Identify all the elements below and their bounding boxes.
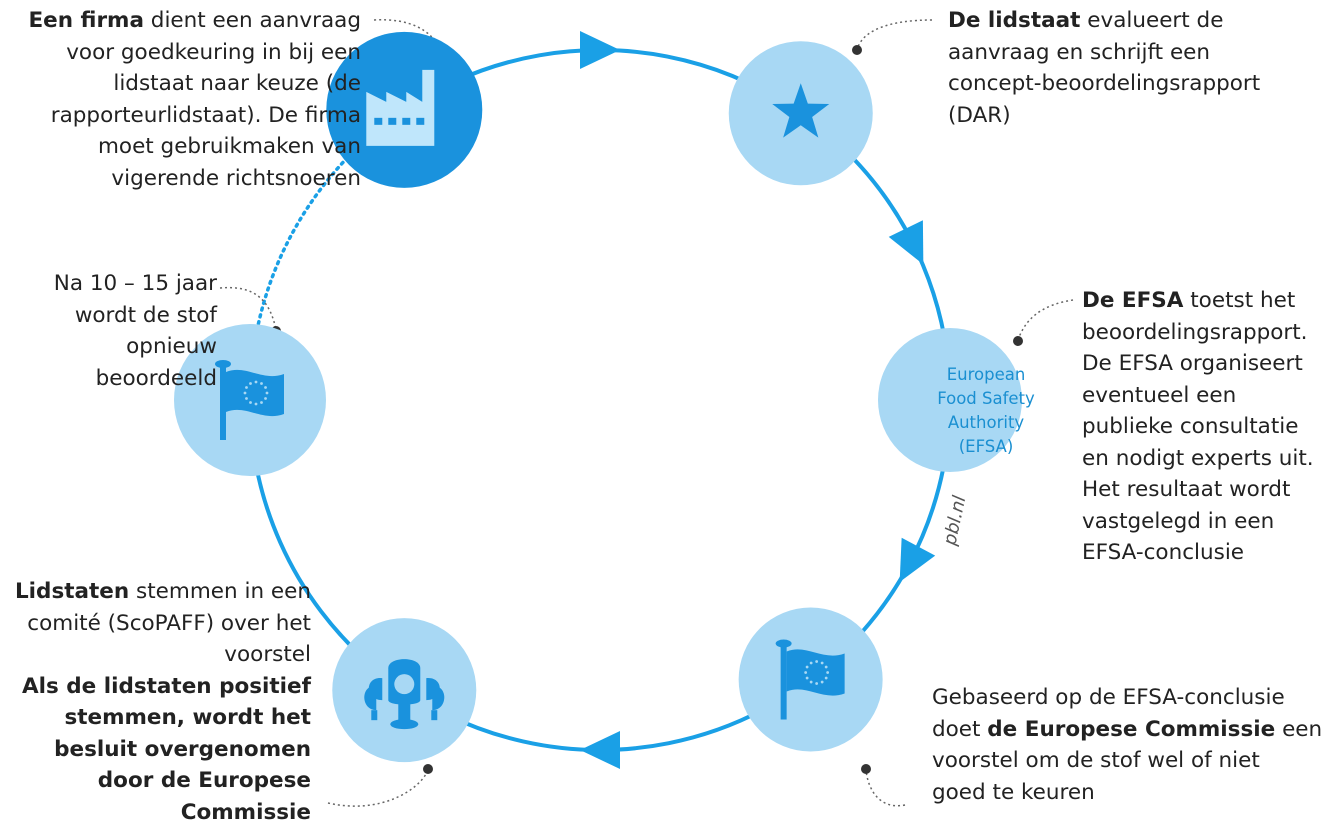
leader-dot: [861, 764, 871, 774]
step4-line: goed te keuren: [932, 779, 1095, 805]
step3-line: publieke consultatie: [1082, 414, 1299, 439]
step3-line: EFSA-conclusie: [1082, 540, 1245, 565]
step3-bold: De EFSA: [1082, 288, 1184, 313]
step5-line: comité (ScoPAFF) over het: [27, 610, 311, 636]
leader-dot: [1013, 336, 1023, 346]
step4-annotation: Gebaseerd op de EFSA-conclusie doet de E…: [932, 682, 1332, 808]
cycle-arrowhead: [888, 220, 924, 265]
leader-step6: [219, 286, 277, 331]
step1-line: moet gebruikmaken van: [97, 134, 361, 159]
step3-line: Het resultaat wordt: [1082, 477, 1291, 502]
committee-seats-icon: [364, 659, 445, 730]
efsa-label-line: Authority: [947, 413, 1025, 432]
efsa-label-line: (EFSA): [958, 437, 1014, 456]
step1-annotation: Een firma dient een aanvraag voor goedke…: [0, 5, 361, 194]
factory-icon: [366, 69, 435, 146]
step4-line: Gebaseerd op de EFSA-conclusie: [932, 685, 1285, 710]
step1-line: voor goedkeuring in bij een: [66, 39, 361, 65]
step5-bold-line: stemmen, wordt het: [64, 705, 311, 730]
leader-step3: [1017, 299, 1074, 341]
step3-line: beoordelingsrapport.: [1082, 319, 1308, 345]
star-icon: [772, 83, 830, 138]
step3-line: eventueel een: [1082, 382, 1237, 408]
efsa-node-label: European Food Safety Authority (EFSA): [926, 363, 1046, 459]
efsa-label-line: Food Safety: [937, 389, 1035, 408]
cycle-arrowhead: [899, 537, 936, 582]
step6-line: wordt de stof: [74, 302, 217, 328]
cycle-arrowhead: [580, 731, 620, 769]
step3-line: De EFSA organiseert: [1082, 351, 1303, 376]
step3-rest: toetst het: [1183, 288, 1296, 313]
step6-line: beoordeeld: [95, 365, 217, 391]
step2-rest: evalueert de: [1080, 8, 1224, 33]
step5-line: voorstel: [224, 642, 311, 667]
step2-line: concept-beoordelingsrapport: [948, 71, 1261, 96]
step6-annotation: Na 10 – 15 jaar wordt de stof opnieuw be…: [0, 268, 217, 394]
eu-flag-icon: [775, 639, 845, 720]
step5-bold-line: door de Europese: [97, 768, 311, 793]
step2-line: aanvraag en schrijft een: [948, 39, 1211, 65]
step2-annotation: De lidstaat evalueert de aanvraag en sch…: [948, 5, 1328, 131]
step4-line: voorstel om de stof wel of niet: [932, 748, 1260, 773]
leader-dot: [423, 764, 433, 774]
node-commission: [738, 607, 883, 752]
node-efsa: [878, 328, 1022, 472]
efsa-label-line: European: [946, 365, 1026, 384]
step4-post: een: [1275, 716, 1323, 742]
step5-bold-line: Als de lidstaten positief: [21, 673, 311, 699]
step2-bold: De lidstaat: [948, 8, 1081, 33]
node-reassessment: [174, 324, 326, 476]
leader-step2: [856, 19, 933, 51]
node-firm: [326, 31, 483, 188]
step6-line: Na 10 – 15 jaar: [53, 271, 217, 296]
annotation-leaders: [219, 19, 1074, 807]
step6-line: opnieuw: [126, 334, 217, 359]
step2-line: (DAR): [948, 102, 1011, 128]
cycle-nodes: [174, 31, 1022, 763]
step5-bold-line: besluit overgenomen: [54, 736, 311, 762]
step5-bold: Lidstaten: [14, 579, 130, 604]
step1-bold: Een firma: [28, 8, 144, 33]
eu-flag-icon: [215, 360, 284, 440]
step3-line: vastgelegd in een: [1082, 508, 1275, 534]
step1-line: vigerende richtsnoeren: [111, 165, 361, 191]
leader-dot: [852, 45, 862, 55]
step5-rest: stemmen in een: [129, 579, 311, 604]
node-circle: [878, 328, 1022, 472]
step5-annotation: Lidstaten stemmen in een comité (ScoPAFF…: [0, 576, 311, 828]
step4-pre: doet: [932, 716, 988, 742]
cycle-arrowhead: [580, 31, 620, 69]
cycle-arrows: [580, 31, 936, 769]
step1-line: lidstaat naar keuze (de: [113, 71, 361, 96]
step3-annotation: De EFSA toetst het beoordelingsrapport. …: [1082, 285, 1332, 569]
leader-step5: [327, 769, 429, 807]
step4-bold: de Europese Commissie: [987, 716, 1276, 742]
step1-line: rapporteurlidstaat). De firma: [50, 102, 361, 128]
leader-step4: [865, 769, 906, 807]
node-committee: [332, 618, 477, 763]
node-member-state: [728, 41, 873, 186]
step5-bold-line: Commissie: [180, 799, 311, 825]
step1-rest: dient een aanvraag: [143, 8, 361, 33]
step3-line: en nodigt experts uit.: [1082, 445, 1314, 471]
